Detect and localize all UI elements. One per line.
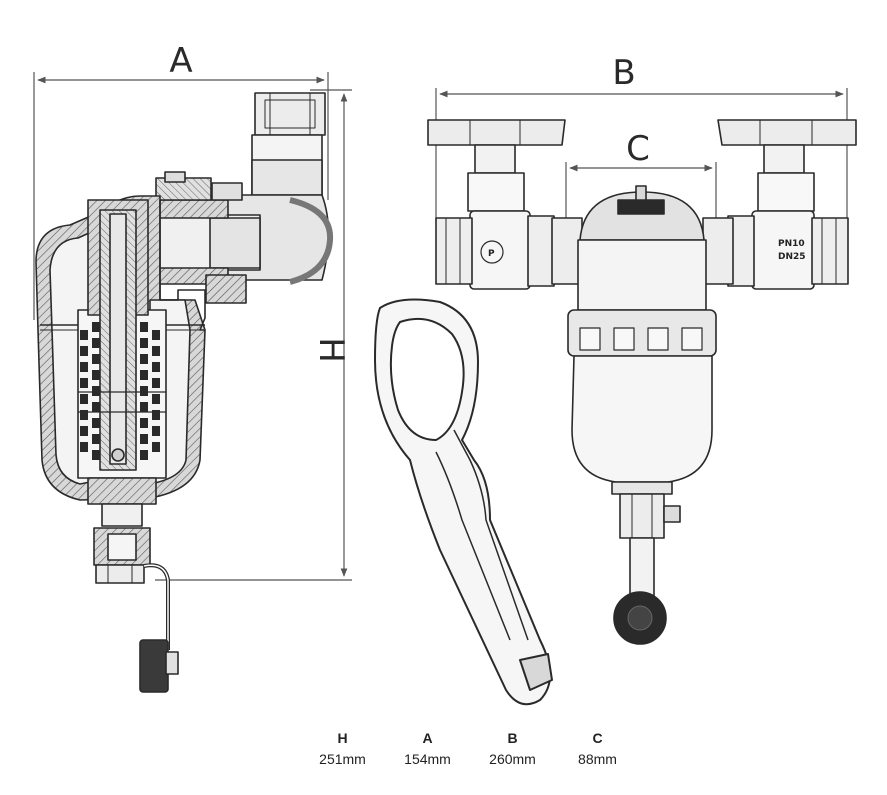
dimension-value-b: 260mm — [489, 751, 536, 767]
dim-label-b: B — [612, 53, 635, 93]
dimension-header-b: B — [507, 730, 518, 746]
dimension-c — [565, 162, 717, 220]
dimensions-header-row: H A B C — [300, 728, 640, 751]
dimension-header-a: A — [422, 730, 433, 746]
dimension-value-h: 251mm — [319, 751, 366, 767]
dimension-value-a: 154mm — [404, 751, 451, 767]
dimension-b — [435, 88, 848, 222]
filter-wrench — [374, 298, 553, 706]
valve-mark-right-2: DN25 — [778, 252, 806, 262]
dimension-a — [33, 72, 329, 320]
filter-front-view — [427, 119, 857, 645]
dim-label-a: A — [169, 41, 192, 81]
valve-mark-right-1: PN10 — [778, 239, 805, 249]
dim-label-h: H — [311, 337, 351, 363]
dimension-value-c: 88mm — [578, 751, 617, 767]
valve-mark-left: P — [488, 249, 495, 259]
filter-technical-drawing: A H B C — [33, 41, 857, 706]
dimension-header-c: C — [592, 730, 603, 746]
dimension-header-h: H — [337, 730, 348, 746]
dim-label-c: C — [626, 129, 650, 169]
dimensions-value-row: 251mm 154mm 260mm 88mm — [300, 751, 640, 767]
dimensions-table: H A B C 251mm 154mm 260mm 88mm — [300, 728, 640, 767]
filter-section-view — [35, 92, 334, 693]
filter-mesh — [80, 322, 160, 460]
dimension-h — [155, 89, 352, 581]
